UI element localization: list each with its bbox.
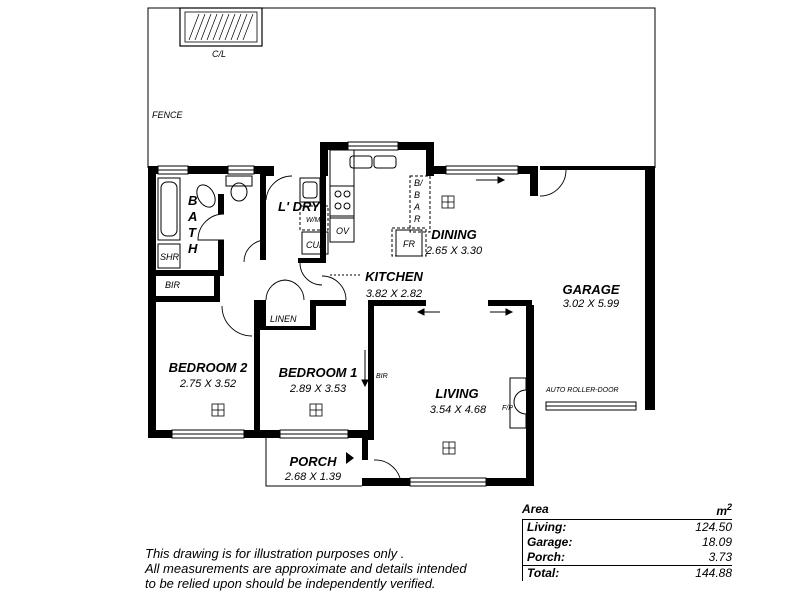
room-name: BEDROOM 1 [279,365,358,380]
laundry-label: L' DRY [278,199,321,214]
sliding-door-marks [330,176,514,405]
room-dims: 2.89 X 3.53 [289,383,347,395]
room-name: PORCH [290,454,338,469]
area-table-unit: m2 [716,502,732,518]
room-dims: 2.75 X 3.52 [179,378,236,390]
doors [197,169,567,479]
svg-text:R: R [414,214,421,224]
yard-fence [147,7,656,168]
disclaimer: This drawing is for illustration purpose… [145,546,467,591]
room-living: LIVING 3.54 X 4.68 [430,386,487,416]
area-row-living: Living:124.50 [522,520,732,535]
windows [157,141,637,487]
washing-machine-label: W/M [306,217,321,224]
area-table-title: Area [522,502,549,516]
area-table: Area m2 Living:124.50 Garage:18.09 Porch… [522,502,732,581]
bedroom1-bir-label: BIR [376,373,388,380]
room-dims: 3.54 X 4.68 [430,404,487,416]
clothes-line-label: C/L [212,49,226,59]
area-row-porch: Porch:3.73 [522,550,732,565]
room-name: DINING [431,227,477,242]
fireplace-label: F/P [502,405,513,412]
bath-fixtures [157,175,253,269]
room-dims: 2.65 X 3.30 [425,245,483,257]
porch [265,438,362,487]
room-name: BEDROOM 2 [169,360,249,375]
svg-text:A: A [187,209,197,224]
room-dims: 2.68 X 1.39 [284,471,341,483]
svg-text:A: A [413,202,420,212]
room-kitchen: KITCHEN 3.82 X 2.82 [365,269,423,300]
room-porch: PORCH 2.68 X 1.39 [284,454,341,483]
bath-bir-label: BIR [165,280,181,290]
disclaimer-line: to be relied upon should be independentl… [145,576,436,591]
shower-label: SHR [160,252,180,262]
svg-text:B/: B/ [414,178,424,188]
kitchen-fixtures [329,149,431,257]
bath-label: B A T H [187,193,198,256]
room-dining: DINING 2.65 X 3.30 [425,227,483,257]
room-garage: GARAGE 3.02 X 5.99 [562,282,619,310]
roller-door-label: AUTO ROLLER-DOOR [545,387,619,394]
room-name: GARAGE [562,282,619,297]
area-table-header: Area m2 [522,502,732,520]
svg-text:T: T [188,225,197,240]
room-dims: 3.02 X 5.99 [563,298,619,310]
room-bedroom2: BEDROOM 2 2.75 X 3.52 [169,360,249,390]
linen-label: LINEN [270,314,297,324]
svg-text:B: B [414,190,420,200]
fireplace [509,377,527,429]
disclaimer-line: This drawing is for illustration purpose… [145,546,405,561]
fridge-label: FR [403,239,415,249]
laundry-fixtures [299,177,329,255]
bbar-label: B/ B A R [413,178,424,224]
room-dims: 3.82 X 2.82 [366,288,422,300]
disclaimer-line: All measurements are approximate and det… [145,561,467,576]
svg-text:H: H [188,241,198,256]
svg-text:B: B [188,193,197,208]
cupboard-label: CUB [306,240,325,250]
room-bedroom1: BEDROOM 1 2.89 X 3.53 [279,365,358,395]
area-row-garage: Garage:18.09 [522,535,732,550]
room-name: KITCHEN [365,269,423,284]
light-fixtures [211,195,456,455]
fence-label: FENCE [152,110,183,120]
area-row-total: Total:144.88 [522,565,732,581]
room-name: LIVING [435,386,478,401]
oven-label: OV [336,226,350,236]
entry-arrow-icon [346,452,354,464]
clothes-line [179,7,263,47]
